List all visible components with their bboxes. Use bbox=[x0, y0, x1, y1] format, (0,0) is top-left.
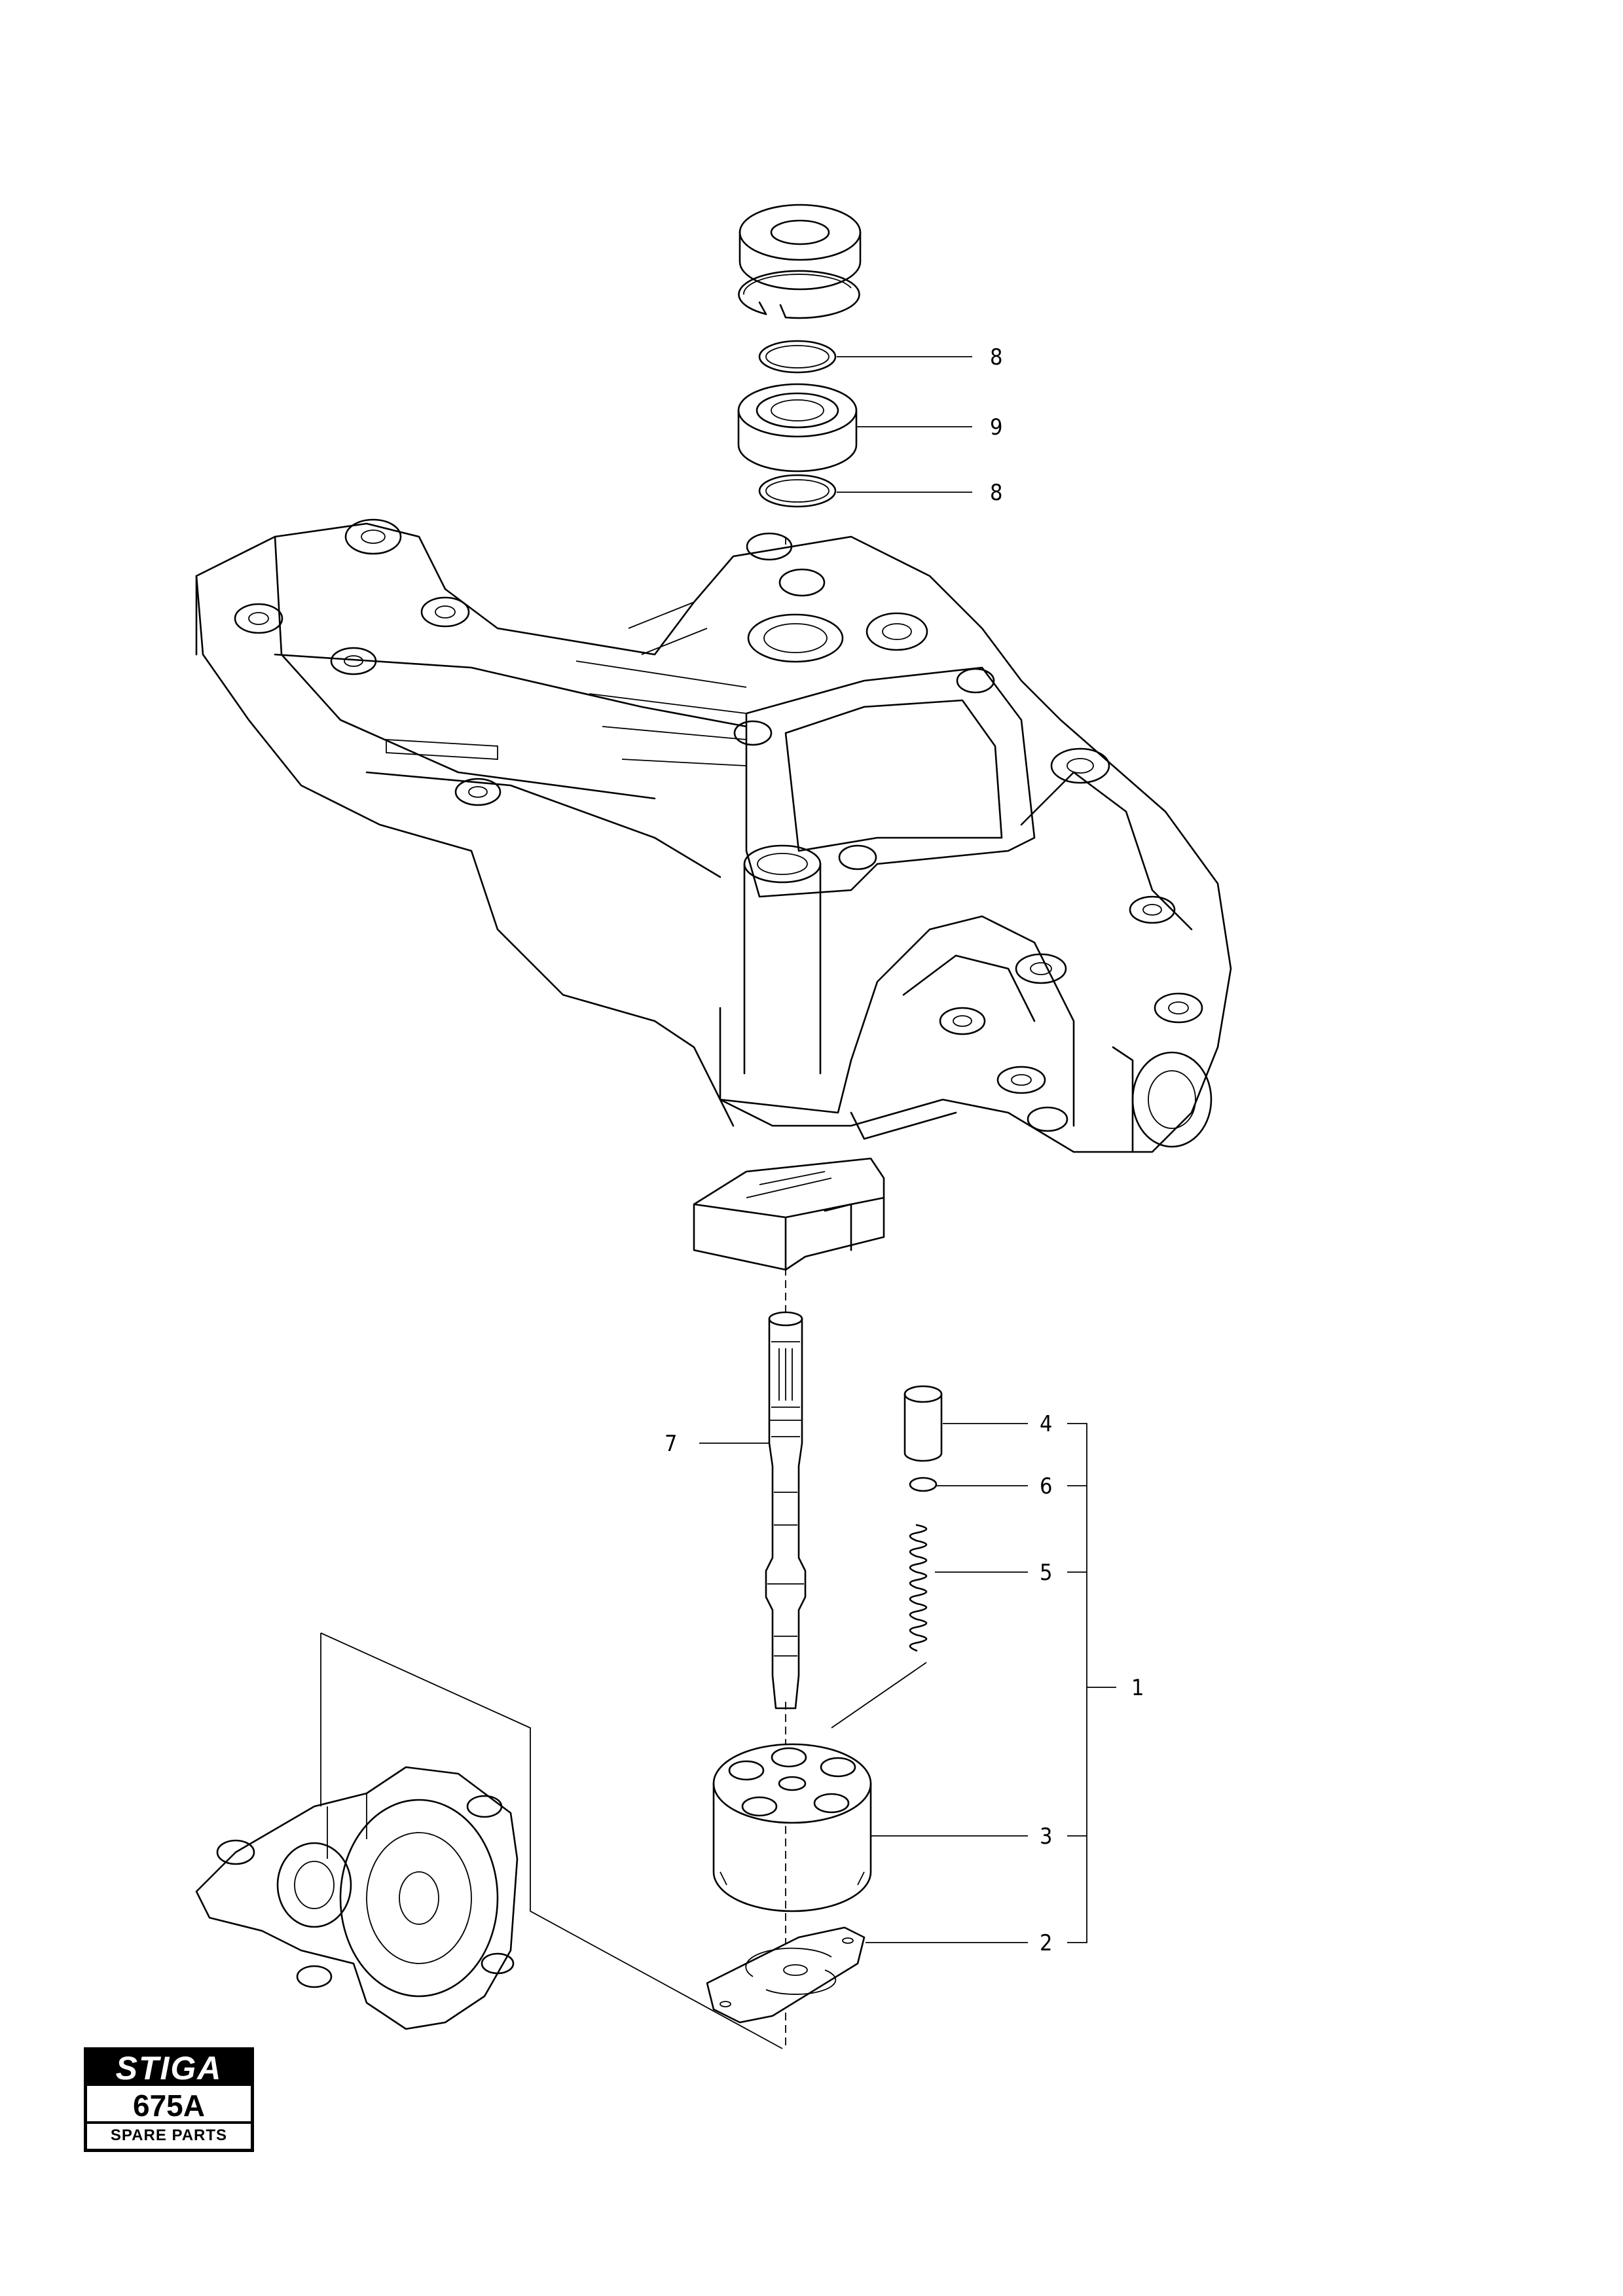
callout-8-upper: 8 bbox=[990, 344, 1002, 370]
bearing-part bbox=[737, 383, 858, 473]
valve-plate-part bbox=[706, 1926, 866, 2024]
callout-7: 7 bbox=[665, 1431, 677, 1457]
o-ring-part bbox=[909, 1477, 938, 1492]
pump-shaft-part bbox=[765, 1311, 807, 1710]
inset-reference-line bbox=[320, 1632, 783, 2049]
callout-leaders bbox=[699, 356, 1116, 1943]
stiga-logo: STIGA bbox=[87, 2051, 251, 2086]
circlip-part-lower bbox=[758, 474, 837, 508]
cam-block-part bbox=[693, 1157, 885, 1271]
snap-ring-part bbox=[738, 270, 860, 319]
callout-4: 4 bbox=[1040, 1411, 1052, 1437]
circlip-part-upper bbox=[758, 340, 837, 374]
seal-ring-part bbox=[739, 204, 862, 291]
valve-pin-part bbox=[903, 1385, 943, 1462]
callout-2: 2 bbox=[1040, 1930, 1052, 1956]
spare-parts-label: SPARE PARTS bbox=[87, 2121, 251, 2149]
model-number: 675A bbox=[133, 2089, 205, 2123]
callout-8-lower: 8 bbox=[990, 480, 1002, 506]
callout-5: 5 bbox=[1040, 1560, 1052, 1586]
pump-housing-inset bbox=[195, 1766, 519, 2030]
callout-3: 3 bbox=[1040, 1823, 1052, 1850]
spring-alignment-line bbox=[831, 1662, 927, 1729]
transaxle-housing bbox=[195, 518, 1232, 1153]
cylinder-block-part bbox=[712, 1743, 872, 1912]
callout-9: 9 bbox=[990, 414, 1002, 440]
brand-badge: STIGA 675A SPARE PARTS bbox=[84, 2047, 254, 2152]
spring-part bbox=[909, 1524, 928, 1652]
callout-1: 1 bbox=[1131, 1675, 1144, 1701]
callout-6: 6 bbox=[1040, 1473, 1052, 1499]
